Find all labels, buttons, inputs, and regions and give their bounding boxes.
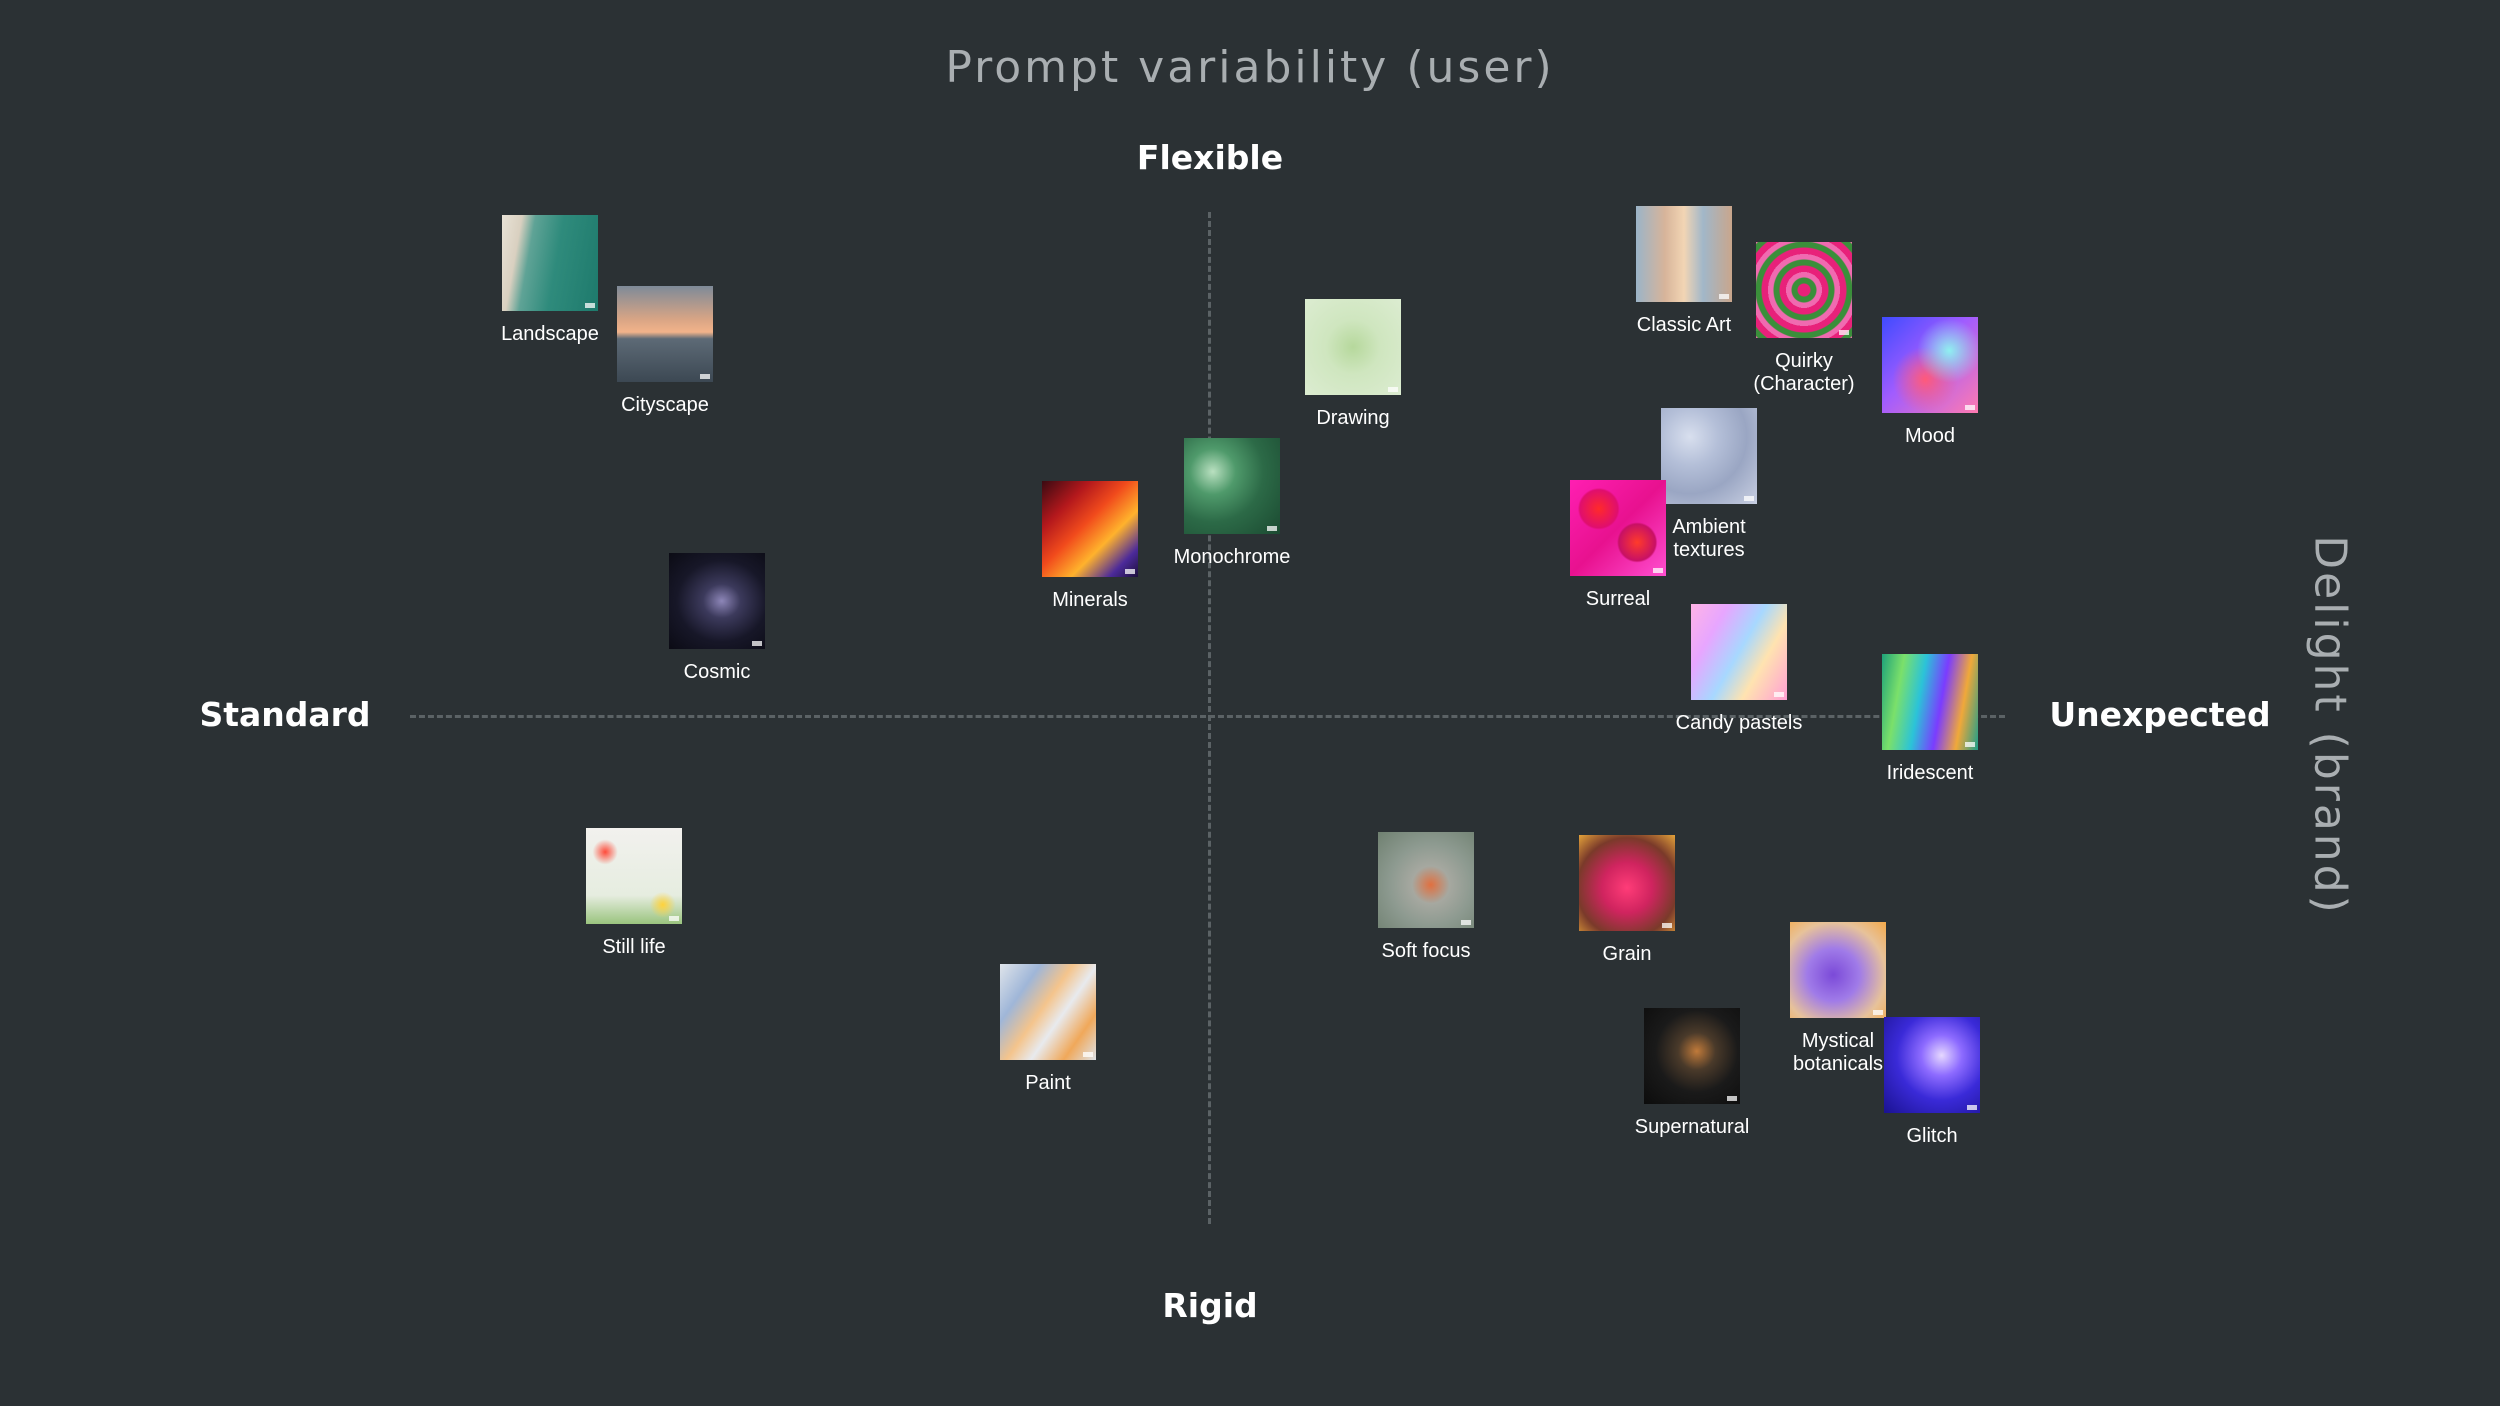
item-label: Glitch [1906, 1125, 1958, 1147]
axis-label-top: Flexible [1136, 138, 1284, 177]
item-ambient-textures: Ambient textures [1599, 408, 1819, 562]
item-label: Landscape [501, 323, 599, 345]
horizontal-axis-line [410, 715, 2005, 718]
item-label: Mystical botanicals [1792, 1030, 1884, 1075]
item-label: Grain [1602, 943, 1652, 965]
item-mood: Mood [1820, 317, 2040, 448]
item-glitch: Glitch [1822, 1017, 2042, 1148]
drawing-thumbnail [1305, 299, 1401, 395]
item-label: Drawing [1316, 407, 1390, 429]
item-label: Paint [1025, 1072, 1071, 1094]
minerals-thumbnail [1042, 481, 1138, 577]
item-label: Candy pastels [1675, 712, 1803, 734]
grain-thumbnail [1579, 835, 1675, 931]
candy-pastels-thumbnail [1691, 604, 1787, 700]
side-axis-title: Delight (brand) [2304, 535, 2356, 916]
cityscape-thumbnail [617, 286, 713, 382]
item-grain: Grain [1517, 835, 1737, 966]
glitch-thumbnail [1884, 1017, 1980, 1113]
item-monochrome: Monochrome [1122, 438, 1342, 569]
item-label: Cityscape [621, 394, 709, 416]
item-minerals: Minerals [980, 481, 1200, 612]
quirky-thumbnail [1756, 242, 1852, 338]
mood-thumbnail [1882, 317, 1978, 413]
item-surreal: Surreal [1508, 480, 1728, 611]
item-label: Mood [1904, 425, 1956, 447]
iridescent-thumbnail [1882, 654, 1978, 750]
item-label: Still life [602, 936, 666, 958]
ambient-textures-thumbnail [1661, 408, 1757, 504]
axis-label-left: Standard [199, 695, 371, 734]
landscape-thumbnail [502, 215, 598, 311]
item-supernatural: Supernatural [1582, 1008, 1802, 1139]
item-label: Cosmic [683, 661, 751, 683]
item-cosmic: Cosmic [607, 553, 827, 684]
vertical-axis-line [1208, 212, 1211, 1224]
still-life-thumbnail [586, 828, 682, 924]
item-still-life: Still life [524, 828, 744, 959]
item-drawing: Drawing [1243, 299, 1463, 430]
item-quirky-character: Quirky (Character) [1694, 242, 1914, 396]
item-soft-focus: Soft focus [1316, 832, 1536, 963]
item-label: Soft focus [1381, 940, 1471, 962]
monochrome-thumbnail [1184, 438, 1280, 534]
item-label: Surreal [1585, 588, 1651, 610]
cosmic-thumbnail [669, 553, 765, 649]
classic-art-thumbnail [1636, 206, 1732, 302]
mystical-botanicals-thumbnail [1790, 922, 1886, 1018]
surreal-thumbnail [1570, 480, 1666, 576]
axis-label-bottom: Rigid [1162, 1286, 1258, 1325]
item-classic-art: Classic Art [1574, 206, 1794, 337]
item-label: Minerals [1052, 589, 1128, 611]
axis-label-right: Unexpected [2049, 695, 2271, 734]
item-label: Ambient textures [1672, 516, 1746, 561]
item-landscape: Landscape [440, 215, 660, 346]
supernatural-thumbnail [1644, 1008, 1740, 1104]
paint-thumbnail [1000, 964, 1096, 1060]
diagram-title: Prompt variability (user) [945, 42, 1555, 93]
item-label: Quirky (Character) [1753, 350, 1855, 395]
item-candy-pastels: Candy pastels [1629, 604, 1849, 735]
item-label: Iridescent [1886, 762, 1974, 784]
item-label: Supernatural [1634, 1116, 1750, 1138]
item-iridescent: Iridescent [1820, 654, 2040, 785]
item-paint: Paint [938, 964, 1158, 1095]
item-label: Classic Art [1636, 314, 1732, 336]
item-label: Monochrome [1173, 546, 1291, 568]
item-mystical-botanicals: Mystical botanicals [1728, 922, 1948, 1076]
soft-focus-thumbnail [1378, 832, 1474, 928]
item-cityscape: Cityscape [555, 286, 775, 417]
